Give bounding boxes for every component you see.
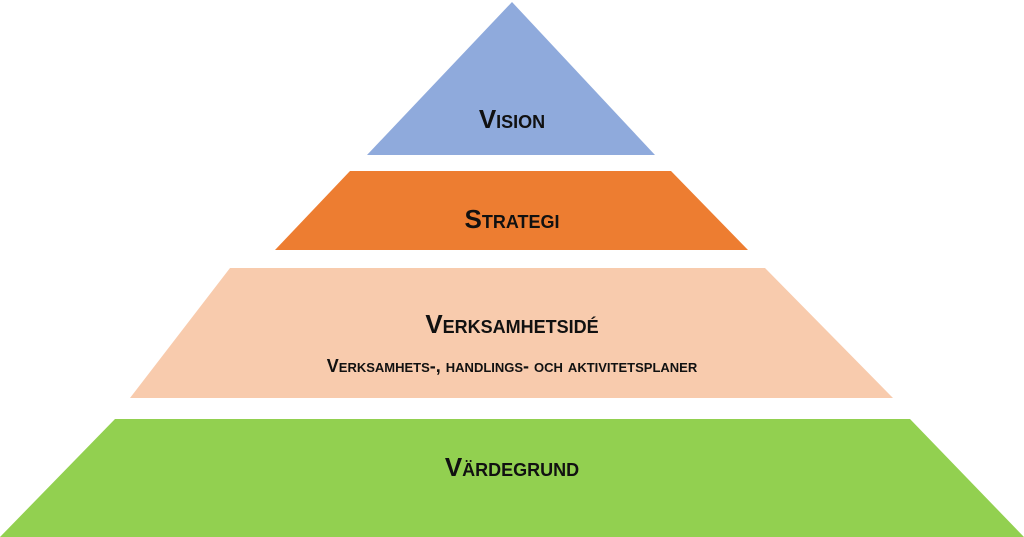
- vision-label: Vision: [479, 104, 545, 134]
- pyramid-level-vardegrund: [0, 419, 1024, 537]
- pyramid-level-vision: [367, 2, 655, 155]
- pyramid-level-verksamhetside: [130, 268, 893, 398]
- strategi-label: Strategi: [464, 204, 559, 234]
- verksamhetside-label: Verksamhetsidé: [425, 309, 598, 339]
- verksamhetside-sublabel: Verksamhets-, handlings- och aktivitetsp…: [327, 356, 698, 376]
- pyramid-level-strategi: [275, 171, 748, 250]
- vardegrund-label: Värdegrund: [445, 452, 579, 482]
